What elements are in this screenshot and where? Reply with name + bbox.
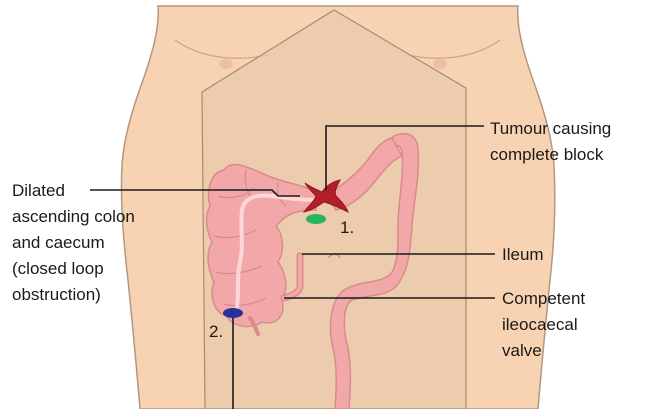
ileum-label: Ileum <box>502 245 544 264</box>
tumour-label-line-1: Tumour causing <box>490 119 611 138</box>
valve-label-line-2: ileocaecal <box>502 315 578 334</box>
valve-label: Competent ileocaecal valve <box>502 289 590 360</box>
right-nipple <box>433 59 447 69</box>
dilated-label-line-5: obstruction) <box>12 285 101 304</box>
dilated-label-line-3: and caecum <box>12 233 105 252</box>
tumour-label-line-2: complete block <box>490 145 604 164</box>
dilated-label-line-4: (closed loop <box>12 259 104 278</box>
dilated-label-line-1: Dilated <box>12 181 65 200</box>
marker-2-dot <box>223 308 243 318</box>
left-nipple <box>219 59 233 69</box>
dilated-label: Dilated ascending colon and caecum (clos… <box>12 181 140 304</box>
marker-1-dot <box>306 214 326 224</box>
valve-label-line-1: Competent <box>502 289 585 308</box>
valve-label-line-3: valve <box>502 341 542 360</box>
dilated-label-line-2: ascending colon <box>12 207 135 226</box>
marker-1-label: 1. <box>340 218 354 237</box>
marker-2-label: 2. <box>209 322 223 341</box>
